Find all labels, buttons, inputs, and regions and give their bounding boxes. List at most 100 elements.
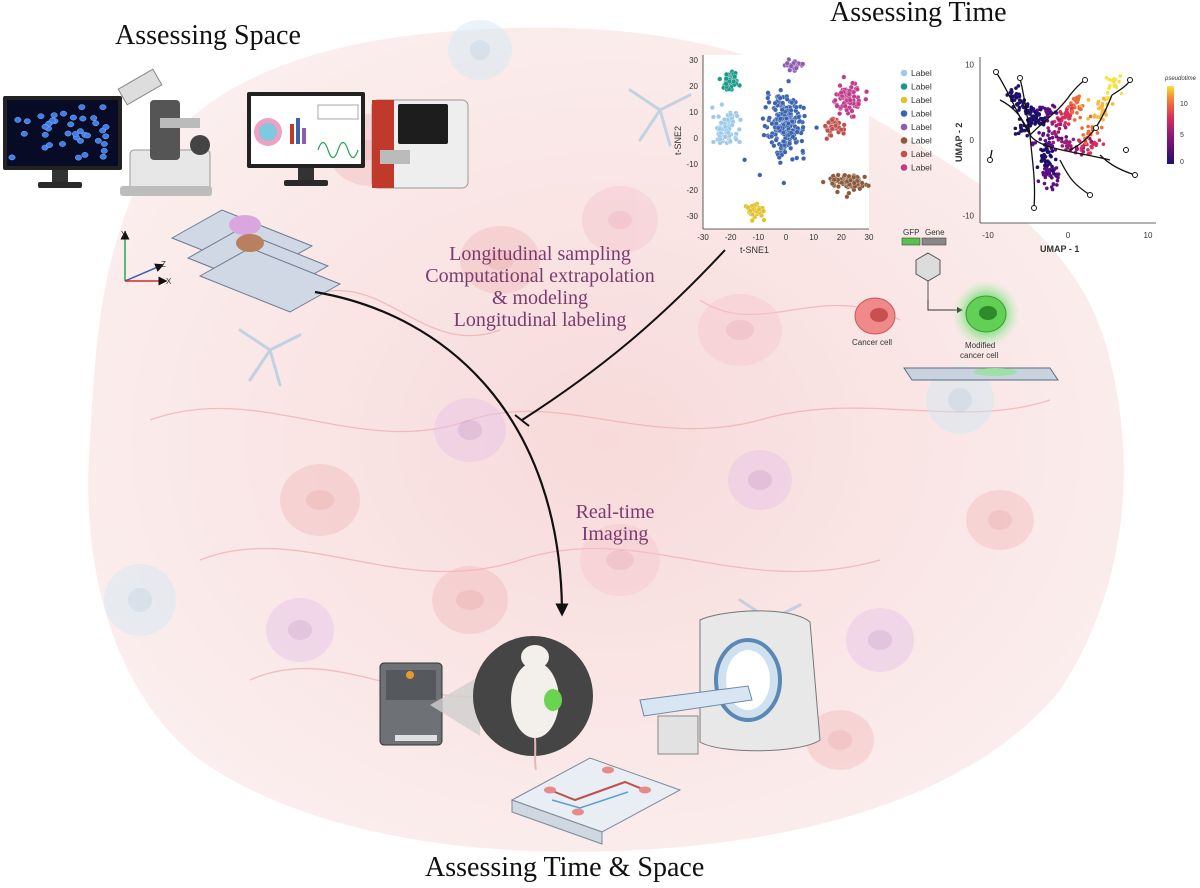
- tsne-point: [765, 90, 771, 96]
- umap-point: [1055, 178, 1060, 183]
- legend-label: Label: [911, 109, 932, 119]
- tsne-ylabel: t-SNE2: [673, 126, 683, 155]
- umap-point: [1049, 154, 1053, 159]
- umap-point: [1044, 146, 1049, 150]
- tsne-point: [729, 122, 735, 128]
- umap-point: [1046, 159, 1050, 164]
- legend-label: Label: [911, 68, 932, 78]
- realtime-text: Real-time Imaging: [555, 501, 675, 545]
- umap-point: [1009, 88, 1014, 92]
- gene-segment: [921, 237, 947, 246]
- colorbar-title: pseudotime: [1164, 76, 1197, 82]
- tsne-point: [769, 121, 775, 127]
- umap-point: [1059, 112, 1064, 116]
- umap-point: [1042, 166, 1047, 171]
- axis-x-label: X: [166, 277, 172, 286]
- umap-point: [1086, 148, 1090, 152]
- gfp-label: GFP: [903, 228, 919, 237]
- umap-point: [1064, 140, 1069, 145]
- tsne-point: [779, 107, 785, 113]
- umap-point: [1016, 131, 1021, 136]
- legend-label: Label: [911, 82, 932, 92]
- tsne-point: [848, 177, 853, 183]
- tsne-point: [723, 81, 729, 87]
- tsne-point: [717, 126, 723, 132]
- tsne-point: [722, 134, 728, 140]
- umap-point: [1078, 139, 1082, 144]
- tsne-point: [719, 102, 725, 107]
- tsne-ytick: 20: [689, 82, 698, 91]
- cell-icon: [76, 128, 84, 134]
- tsne-point: [851, 174, 857, 180]
- tsne-point: [798, 130, 804, 136]
- umap-point: [1029, 107, 1033, 112]
- tsne-point: [862, 174, 868, 180]
- umap-point: [1089, 144, 1094, 149]
- ivis-imager: [379, 662, 480, 746]
- umap-point: [1046, 126, 1050, 130]
- assessing-space-title: Assessing Space: [115, 20, 301, 51]
- tsne-point: [835, 184, 841, 189]
- umap-point: [1045, 111, 1049, 115]
- umap-point: [1014, 102, 1019, 107]
- umap-point: [1042, 181, 1047, 186]
- umap-point: [1048, 168, 1052, 173]
- tsne-point: [841, 122, 847, 128]
- cell-icon: [41, 131, 49, 138]
- tsne-point: [710, 114, 716, 120]
- umap-point: [1015, 95, 1019, 100]
- umap-point: [1070, 106, 1074, 111]
- umap-point: [1043, 138, 1048, 143]
- tsne-point: [797, 118, 803, 124]
- tsne-point: [847, 97, 853, 103]
- umap-point: [1047, 171, 1052, 176]
- umap-point: [1054, 124, 1058, 128]
- tsne-point: [849, 108, 855, 114]
- tsne-point: [781, 138, 787, 144]
- umap-point: [1033, 111, 1038, 115]
- umap-point: [1073, 105, 1077, 110]
- umap-point: [1111, 79, 1116, 84]
- umap-point: [1050, 135, 1055, 140]
- cell-icon: [90, 115, 98, 121]
- flow-arrows: [314, 249, 726, 617]
- umap-point: [1033, 121, 1038, 125]
- umap-point: [1099, 105, 1104, 109]
- cell-icon: [78, 104, 86, 110]
- umap-point: [1013, 132, 1018, 136]
- umap-point: [1039, 147, 1043, 152]
- umap-point: [1081, 149, 1086, 154]
- tsne-point: [829, 181, 835, 187]
- umap-point: [1075, 147, 1080, 151]
- umap-point: [1092, 113, 1097, 117]
- tsne-point: [790, 134, 796, 140]
- umap-point: [1017, 108, 1021, 112]
- umap-point: [1043, 163, 1047, 168]
- cell-icon: [92, 120, 100, 127]
- umap-xtick: 0: [1066, 231, 1071, 240]
- modified-cell-label: Modified: [965, 341, 995, 350]
- legend-label: Label: [911, 122, 932, 132]
- legend-swatch: [900, 123, 908, 131]
- umap-point: [1041, 172, 1046, 177]
- tsne-xtick: -30: [697, 233, 709, 242]
- tsne-point: [846, 91, 852, 97]
- tsne-point: [769, 133, 775, 139]
- umap-point: [1076, 98, 1081, 102]
- colorbar-tick: 10: [1180, 101, 1188, 108]
- umap-point: [1013, 126, 1018, 131]
- umap-point: [1027, 110, 1032, 115]
- tsne-point: [749, 211, 755, 217]
- tsne-point: [762, 123, 768, 129]
- tsne-point: [820, 179, 826, 185]
- tsne-xtick: 30: [865, 233, 874, 242]
- legend-label: Label: [911, 149, 932, 159]
- tsne-xtick: 20: [837, 233, 846, 242]
- tsne-point: [866, 183, 871, 189]
- umap-point: [1047, 108, 1052, 112]
- tsne-point: [851, 114, 857, 119]
- tsne-xlabel: t-SNE1: [740, 245, 769, 255]
- umap-point: [1046, 133, 1050, 137]
- cell-icon: [50, 112, 58, 119]
